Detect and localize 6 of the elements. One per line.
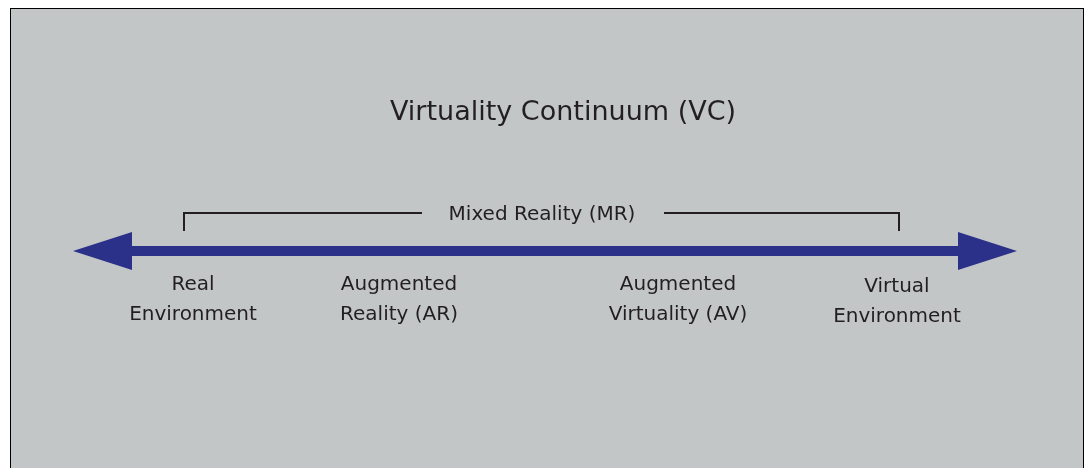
continuum-label: Real Environment <box>128 270 258 327</box>
continuum-label: Augmented Virtuality (AV) <box>607 270 749 327</box>
bracket-label: Mixed Reality (MR) <box>447 200 637 227</box>
continuum-label: Augmented Reality (AR) <box>339 270 459 327</box>
continuum-label: Virtual Environment <box>832 272 962 329</box>
diagram-title: Virtuality Continuum (VC) <box>388 96 738 126</box>
